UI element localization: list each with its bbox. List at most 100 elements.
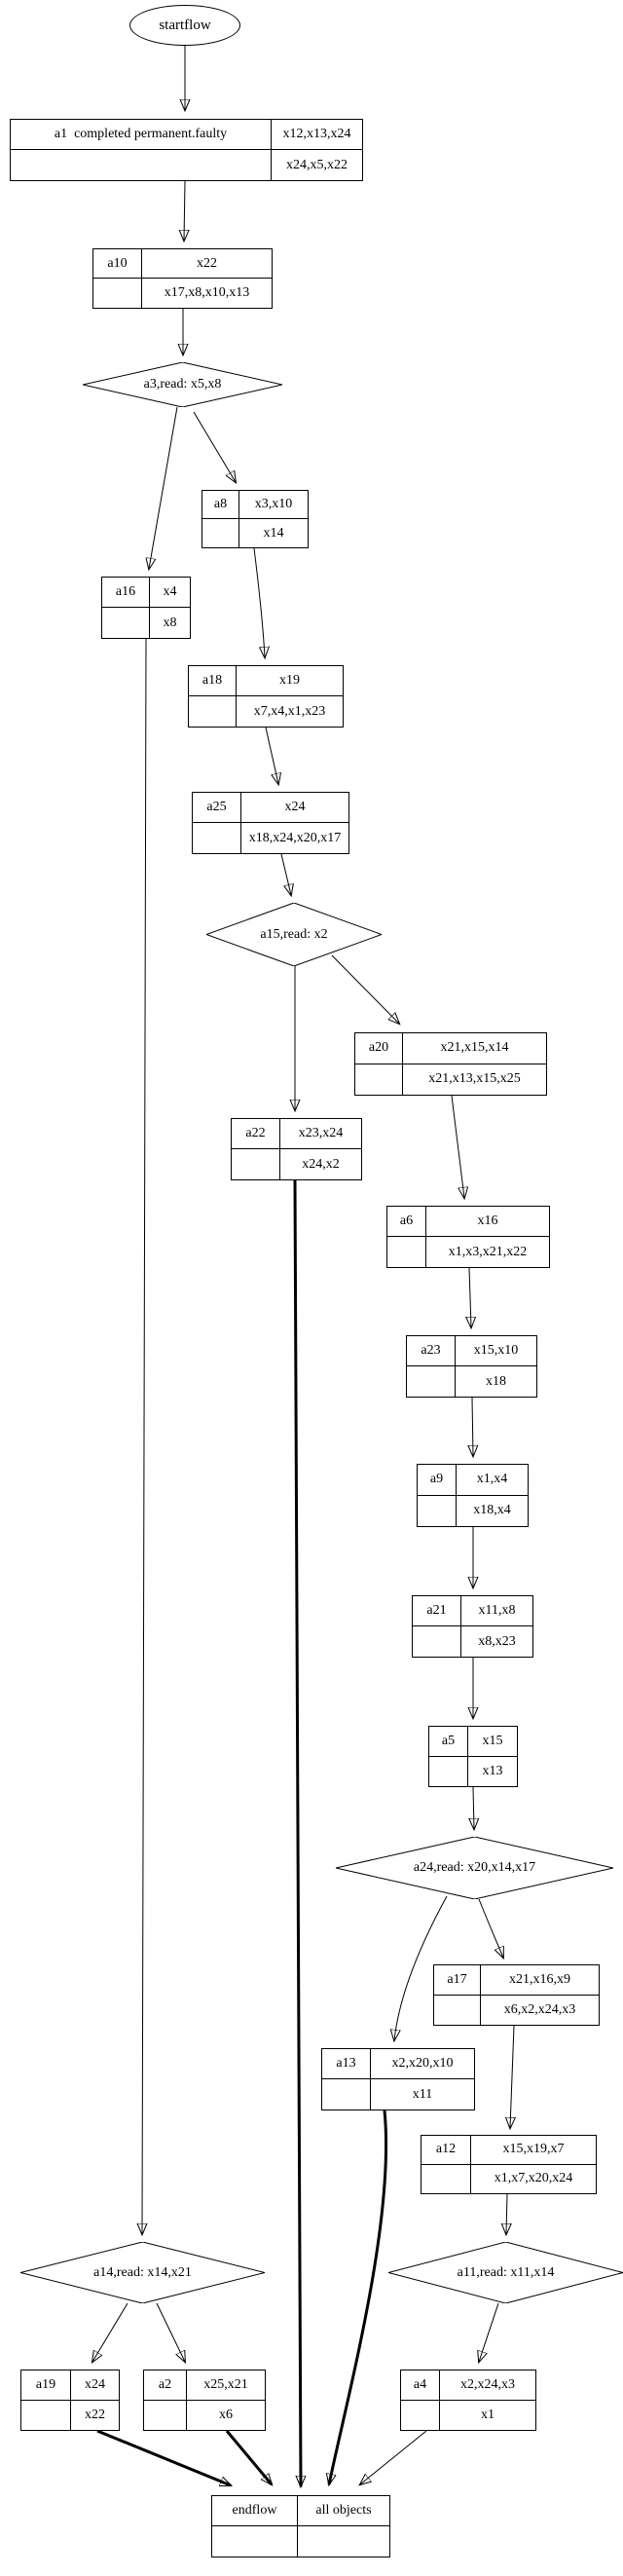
- node-a1-row2: x24,x5,x22: [286, 157, 348, 172]
- edge-a19-endflow: [96, 2429, 231, 2487]
- node-a1: a1 completed permanent.faulty x12,x13,x2…: [10, 119, 363, 181]
- node-a19-row1: x24: [71, 2371, 119, 2401]
- node-a9-empty: [418, 1495, 457, 1526]
- node-a4-empty: [401, 2400, 440, 2430]
- node-a20-empty: [355, 1064, 403, 1095]
- node-a9: a9 x1,x4 x18,x4: [417, 1464, 529, 1527]
- node-a16: a16 x4 x8: [101, 577, 191, 639]
- decision-a3: a3,read: x5,x8: [83, 362, 282, 407]
- edge-a18-a25: [265, 727, 278, 784]
- endflow-row2: [298, 2526, 389, 2557]
- diamond-shape: [388, 2242, 623, 2303]
- node-a23-id: a23: [407, 1336, 456, 1366]
- node-a20-id: a20: [355, 1033, 403, 1064]
- node-a5-empty: [429, 1756, 468, 1786]
- node-a21-id: a21: [413, 1596, 461, 1626]
- node-a13-empty: [322, 2079, 371, 2109]
- node-a6-row2: x1,x3,x21,x22: [448, 1244, 528, 1259]
- diamond-shape: [336, 1837, 613, 1899]
- node-a12: a12 x15,x19,x7 x1,x7,x20,x24: [421, 2135, 597, 2194]
- node-a23-empty: [407, 1366, 456, 1397]
- node-a12-row1: x15,x19,x7: [471, 2136, 596, 2165]
- node-a13-id: a13: [322, 2049, 371, 2079]
- node-a8-id: a8: [202, 491, 239, 519]
- decision-a24-label: a24,read: x20,x14,x17: [413, 1860, 536, 1875]
- node-a4: a4 x2,x24,x3 x1: [400, 2370, 536, 2431]
- node-a4-id: a4: [401, 2371, 440, 2401]
- node-a19: a19 x24 x22: [20, 2370, 120, 2431]
- endflow-row1: all objects: [298, 2496, 389, 2526]
- node-a19-empty: [21, 2400, 71, 2430]
- decision-a14: a14,read: x14,x21: [20, 2242, 265, 2303]
- edge-a25-a15: [280, 853, 291, 895]
- node-a5-row2: x13: [482, 1763, 503, 1778]
- node-a18-row1: x19: [237, 666, 343, 696]
- node-a2: a2 x25,x21 x6: [143, 2370, 266, 2431]
- node-a10-row2: x17,x8,x10,x13: [164, 285, 250, 300]
- node-a20-row1: x21,x15,x14: [403, 1033, 546, 1064]
- node-a2-id: a2: [144, 2371, 187, 2401]
- endflow-id: endflow: [212, 2496, 298, 2526]
- edge-a22-endflow: [293, 1179, 301, 2486]
- decision-a15: a15,read: x2: [206, 903, 382, 966]
- node-a22: a22 x23,x24 x24,x2: [231, 1118, 362, 1180]
- node-a23: a23 x15,x10 x18: [406, 1335, 537, 1398]
- diamond-shape: [83, 362, 282, 407]
- node-a20: a20 x21,x15,x14 x21,x13,x15,x25: [354, 1032, 547, 1096]
- node-a13-row1: x2,x20,x10: [371, 2049, 474, 2079]
- edge-a11-a4: [479, 2302, 499, 2362]
- node-a17-empty: [434, 1995, 481, 2025]
- decision-a24: a24,read: x20,x14,x17: [336, 1837, 613, 1899]
- node-a5-row1: x15: [468, 1727, 517, 1757]
- decision-a11-label: a11,read: x11,x14: [457, 2264, 555, 2280]
- diamond-shape: [20, 2242, 265, 2303]
- start-node: startflow: [129, 5, 240, 46]
- edge-a17-a12: [510, 2025, 514, 2128]
- edge-a14-a2: [156, 2302, 185, 2362]
- node-a1-row1: x12,x13,x24: [272, 120, 362, 150]
- edge-a5-a24: [473, 1786, 474, 1829]
- node-a5-id: a5: [429, 1727, 468, 1757]
- node-a2-row2: x6: [219, 2407, 233, 2422]
- node-a9-row1: x1,x4: [457, 1465, 528, 1496]
- edge-a16-a14: [142, 638, 146, 2234]
- node-a18: a18 x19 x7,x4,x1,x23: [188, 665, 344, 728]
- node-a25-row1: x24: [241, 793, 348, 823]
- node-a25-row2: x18,x24,x20,x17: [248, 830, 342, 845]
- node-a10-id: a10: [93, 249, 142, 279]
- edge-a2-endflow: [225, 2430, 272, 2484]
- node-a6-id: a6: [387, 1207, 426, 1237]
- decision-a15-label: a15,read: x2: [260, 926, 328, 942]
- node-a8-empty: [202, 519, 239, 547]
- node-a25-empty: [193, 823, 241, 853]
- node-a2-empty: [144, 2400, 187, 2430]
- decision-a3-label: a3,read: x5,x8: [143, 377, 222, 392]
- node-a25-id: a25: [193, 793, 241, 823]
- node-a5: a5 x15 x13: [428, 1726, 518, 1787]
- edge-a14-a19: [92, 2302, 128, 2362]
- node-a21-row2: x8,x23: [478, 1633, 516, 1649]
- node-a21-row1: x11,x8: [461, 1596, 532, 1626]
- node-a8: a8 x3,x10 x14: [202, 490, 309, 548]
- node-a17-row2: x6,x2,x24,x3: [503, 2001, 576, 2017]
- node-a4-row1: x2,x24,x3: [440, 2371, 535, 2401]
- decision-a11: a11,read: x11,x14: [388, 2242, 623, 2303]
- node-a1-empty: [11, 150, 272, 180]
- node-a21-empty: [413, 1626, 461, 1657]
- node-a22-empty: [232, 1149, 280, 1179]
- node-a20-row2: x21,x13,x15,x25: [428, 1071, 521, 1087]
- node-a10-row1: x22: [142, 249, 272, 279]
- node-a19-row2: x22: [85, 2407, 105, 2422]
- node-a22-row1: x23,x24: [280, 1119, 361, 1149]
- edge-a3-a16: [149, 406, 178, 569]
- edge-a23-a9: [472, 1397, 473, 1456]
- edge-a4-endflow: [360, 2430, 427, 2484]
- edge-a20-a6: [451, 1095, 464, 1198]
- node-a13-row2: x11: [412, 2086, 433, 2102]
- edge-a24-a17: [478, 1898, 503, 1958]
- node-a2-row1: x25,x21: [187, 2371, 265, 2401]
- edge-a12-a11: [506, 2193, 507, 2234]
- edge-a15-a20: [331, 954, 399, 1024]
- node-a16-row1: x4: [150, 578, 190, 608]
